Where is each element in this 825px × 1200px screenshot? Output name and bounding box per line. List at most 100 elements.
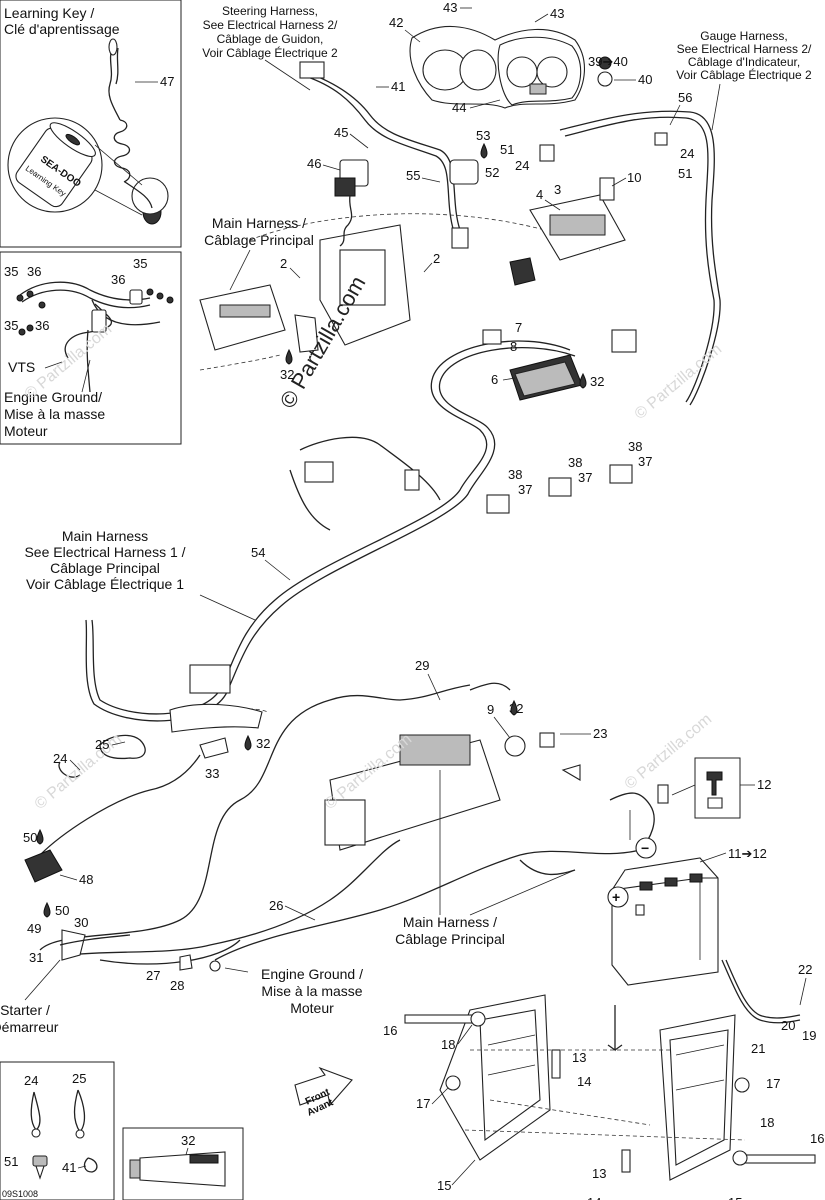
part-28: 28 bbox=[170, 978, 184, 993]
main-harness-top-callout: Main Harness / Câblage Principal bbox=[204, 215, 314, 291]
learning-key-title-line1: Learning Key / bbox=[4, 5, 94, 21]
main-harness-bottom-callout: Main Harness / Câblage Principal bbox=[395, 770, 576, 947]
part-13b: 13 bbox=[592, 1166, 606, 1181]
part-20: 20 bbox=[781, 1018, 795, 1033]
learning-key-title-line2: Clé d'aprentissage bbox=[4, 21, 120, 37]
part-14a: 14 bbox=[577, 1074, 591, 1089]
starter-line1: Starter / bbox=[0, 1002, 50, 1018]
part-24a: 24 bbox=[680, 146, 694, 161]
part-17b: 17 bbox=[766, 1076, 780, 1091]
lower-fuse-area bbox=[169, 664, 581, 851]
part-11-12: 11➔12 bbox=[728, 846, 767, 861]
steering-parts bbox=[299, 61, 668, 249]
part-9: 9 bbox=[487, 702, 494, 717]
main-see-line4: Voir Câblage Électrique 1 bbox=[26, 576, 184, 592]
steering-line2: See Electrical Harness 2/ bbox=[203, 18, 338, 32]
engine-ground-left-line3: Moteur bbox=[4, 423, 48, 439]
battery: − + bbox=[607, 810, 719, 986]
part-17a: 17 bbox=[416, 1096, 430, 1111]
part-37c: 37 bbox=[638, 454, 652, 469]
part-7: 7 bbox=[515, 320, 522, 335]
part-15b: 15 bbox=[728, 1195, 742, 1200]
part-2a: 2 bbox=[280, 256, 287, 271]
regulator bbox=[482, 329, 637, 401]
part-45: 45 bbox=[334, 125, 348, 140]
part-35c: 35 bbox=[4, 318, 18, 333]
grease-drops bbox=[36, 142, 587, 918]
part-33: 33 bbox=[205, 766, 219, 781]
gauge-harness-callout: Gauge Harness, See Electrical Harness 2/… bbox=[676, 29, 812, 131]
part-42: 42 bbox=[389, 15, 403, 30]
part-31: 31 bbox=[29, 950, 43, 965]
part-18a: 18 bbox=[441, 1037, 455, 1052]
part-numbers: 2 2 3 4 6 7 8 9 10 11➔12 12 13 13 14 14 … bbox=[23, 0, 824, 1200]
part-2b: 2 bbox=[433, 251, 440, 266]
part-55: 55 bbox=[406, 168, 420, 183]
battery-holders: Front Avant bbox=[294, 994, 816, 1181]
part-27: 27 bbox=[146, 968, 160, 983]
part-41b: 41 bbox=[62, 1160, 76, 1175]
part-48: 48 bbox=[79, 872, 93, 887]
part-19: 19 bbox=[802, 1028, 816, 1043]
part-47: 47 bbox=[160, 74, 174, 89]
part-43b: 43 bbox=[550, 6, 564, 21]
steering-line4: Voir Câblage Électrique 2 bbox=[202, 45, 338, 60]
front-arrow: Front Avant bbox=[294, 1066, 353, 1119]
harness-wires bbox=[38, 69, 801, 1024]
vts-label: VTS bbox=[8, 359, 35, 375]
part-32e: 32 bbox=[181, 1133, 195, 1148]
part-50a: 50 bbox=[23, 830, 37, 845]
part-32a: 32 bbox=[280, 367, 294, 382]
part-36b: 36 bbox=[111, 272, 125, 287]
part-10: 10 bbox=[627, 170, 641, 185]
part-43a: 43 bbox=[443, 0, 457, 15]
part-29: 29 bbox=[415, 658, 429, 673]
part-15a: 15 bbox=[437, 1178, 451, 1193]
engine-ground-inset: 35 36 35 36 35 36 VTS Engine Ground/ Mis… bbox=[0, 251, 182, 445]
part-16b: 16 bbox=[810, 1131, 824, 1146]
part-6: 6 bbox=[491, 372, 498, 387]
main-harness-fusebox-top bbox=[199, 177, 626, 353]
learning-key-inset: Learning Key / Clé d'aprentissage SEA-DO… bbox=[0, 0, 182, 248]
part-21: 21 bbox=[751, 1041, 765, 1056]
watermark-faint-5: © Partzilla.com bbox=[632, 341, 726, 423]
part-39-40: 39➔40 bbox=[588, 54, 628, 69]
part-18b: 18 bbox=[760, 1115, 774, 1130]
part-51b: 51 bbox=[678, 166, 692, 181]
gauge-line4: Voir Câblage Électrique 2 bbox=[676, 67, 812, 82]
battery-minus: − bbox=[641, 840, 649, 856]
part-36c: 36 bbox=[35, 318, 49, 333]
engine-ground-left-line1: Engine Ground/ bbox=[4, 389, 102, 405]
part-12: 12 bbox=[757, 777, 771, 792]
part-24b: 24 bbox=[515, 158, 529, 173]
main-see-line2: See Electrical Harness 1 / bbox=[24, 544, 185, 560]
starter-parts bbox=[24, 734, 229, 972]
part-14b: 14 bbox=[587, 1195, 601, 1200]
part-22: 22 bbox=[798, 962, 812, 977]
gauge-line3: Câblage d'Indicateur, bbox=[688, 55, 800, 69]
part-37b: 37 bbox=[578, 470, 592, 485]
steering-line3: Câblage de Guidon, bbox=[217, 32, 324, 46]
gauge-line2: See Electrical Harness 2/ bbox=[677, 42, 812, 56]
clips-inset: 24 25 51 41 bbox=[0, 1061, 115, 1200]
main-see-line3: Câblage Principal bbox=[50, 560, 160, 576]
part-24c: 24 bbox=[24, 1073, 38, 1088]
main-harness-see-callout: Main Harness See Electrical Harness 1 / … bbox=[24, 528, 256, 621]
part-46: 46 bbox=[307, 156, 321, 171]
part-50b: 50 bbox=[55, 903, 69, 918]
part-38b: 38 bbox=[568, 455, 582, 470]
part-56: 56 bbox=[678, 90, 692, 105]
engine-ground-bottom-line1: Engine Ground / bbox=[261, 966, 363, 982]
main-harness-bottom-line2: Câblage Principal bbox=[395, 931, 505, 947]
engine-ground-left-line2: Mise à la masse bbox=[4, 406, 105, 422]
part-32b: 32 bbox=[590, 374, 604, 389]
engine-ground-bottom-line3: Moteur bbox=[290, 1000, 334, 1016]
part-37a: 37 bbox=[518, 482, 532, 497]
bracket-12 bbox=[657, 757, 741, 819]
part-32d: 32 bbox=[256, 736, 270, 751]
main-harness-top-line2: Câblage Principal bbox=[204, 232, 314, 248]
part-4: 4 bbox=[536, 187, 543, 202]
part-24d: 24 bbox=[53, 751, 67, 766]
battery-plus: + bbox=[612, 889, 620, 905]
